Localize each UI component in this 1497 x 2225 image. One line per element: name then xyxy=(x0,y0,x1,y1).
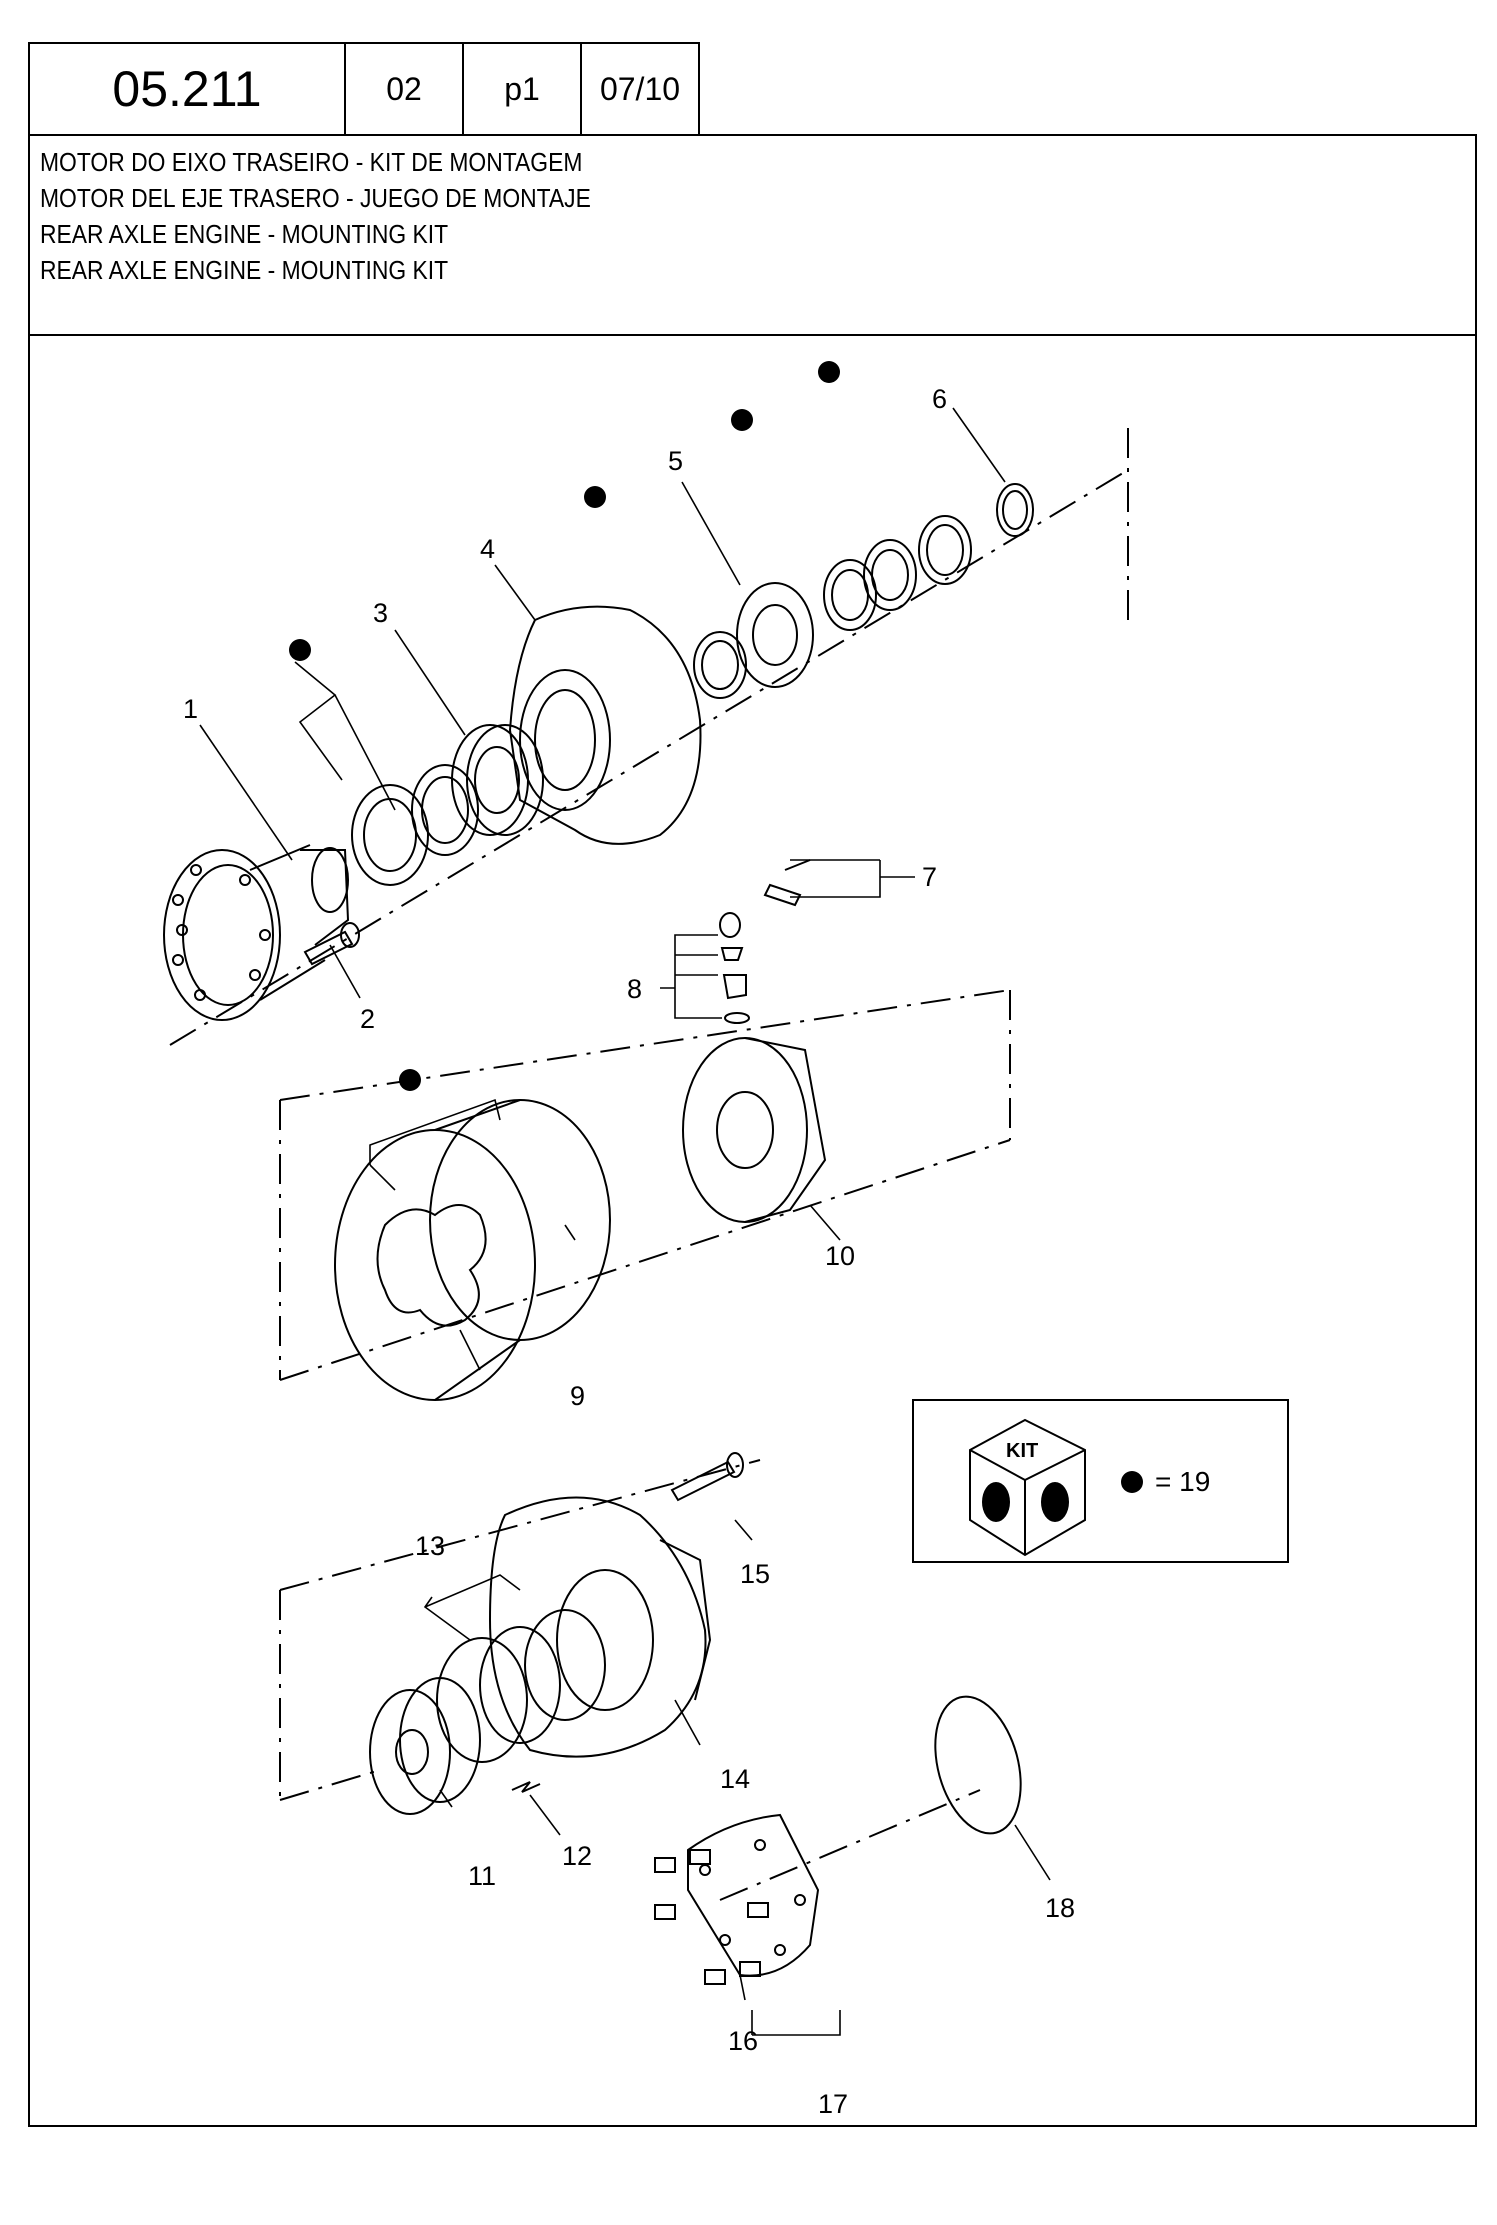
callout-13: 13 xyxy=(415,1531,445,1561)
part-9-cam-ring xyxy=(334,1099,611,1401)
callout-2: 2 xyxy=(360,1004,375,1034)
callout-1: 1 xyxy=(183,694,198,724)
kit-label: KIT xyxy=(1006,1440,1038,1462)
title-line-pt: MOTOR DO EIXO TRASEIRO - KIT DE MONTAGEM xyxy=(40,147,583,177)
callout-6: 6 xyxy=(932,384,947,414)
callout-3: 3 xyxy=(373,598,388,628)
callout-8: 8 xyxy=(627,974,642,1004)
callout-11: 11 xyxy=(468,1861,496,1891)
callout-16: 16 xyxy=(728,2026,758,2056)
part-12-spring xyxy=(511,1781,541,1793)
part-11-distributor xyxy=(369,1677,481,1815)
part-7-key xyxy=(763,859,811,907)
title-line-en-2: REAR AXLE ENGINE - MOUNTING KIT xyxy=(40,255,449,285)
callout-12: 12 xyxy=(562,1841,592,1871)
kit-equals-text: = 19 xyxy=(1155,1466,1210,1497)
part-14-port-housing xyxy=(488,1496,712,1758)
part-3-bearing xyxy=(451,724,544,836)
title-line-es: MOTOR DEL EJE TRASERO - JUEGO DE MONTAJE xyxy=(40,183,591,213)
part-4-housing xyxy=(508,605,702,845)
callout-14: 14 xyxy=(720,1764,750,1794)
exploded-view-frame xyxy=(28,334,1477,2127)
kit-markers xyxy=(289,361,840,1091)
part-18-o-ring xyxy=(934,1695,1022,1835)
callout-18: 18 xyxy=(1045,1893,1075,1923)
part-13-o-rings xyxy=(436,1609,606,1763)
part-1-flange-shaft xyxy=(163,844,350,1021)
callout-15: 15 xyxy=(740,1559,770,1589)
kit-legend: KIT = 19 xyxy=(912,1399,1289,1563)
callout-17: 17 xyxy=(818,2089,848,2119)
callout-9: 9 xyxy=(570,1381,585,1411)
callout-5: 5 xyxy=(668,446,683,476)
part-16-bolts xyxy=(654,1849,769,1985)
part-15-bolt xyxy=(670,1452,744,1502)
title-line-en: REAR AXLE ENGINE - MOUNTING KIT xyxy=(40,219,449,249)
leader-lines xyxy=(199,407,1051,2036)
part-10-rotor xyxy=(682,1037,827,1223)
part-8-valve-set xyxy=(719,912,750,1024)
part-2-bolt xyxy=(303,922,360,966)
callout-10: 10 xyxy=(825,1241,855,1271)
part-17-cover xyxy=(687,1813,820,1977)
callout-7: 7 xyxy=(922,862,937,892)
callout-4: 4 xyxy=(480,534,495,564)
ring-seals-upper xyxy=(351,483,1034,886)
